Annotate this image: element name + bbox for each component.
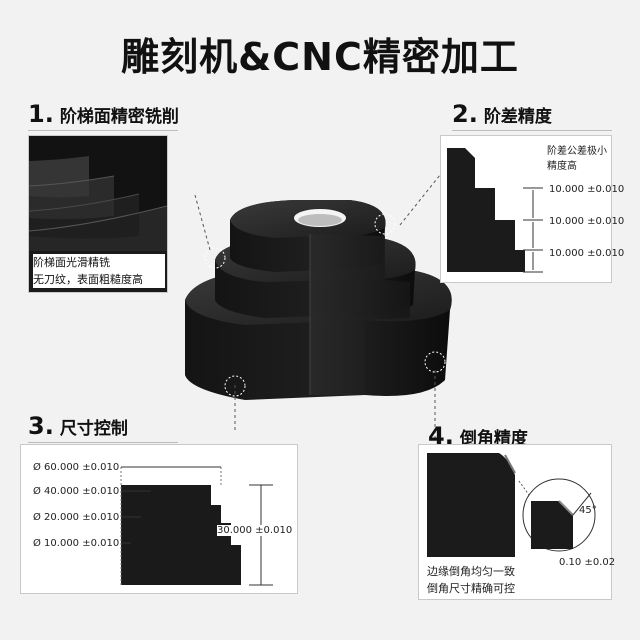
- section-2-title: 2.阶差精度: [452, 100, 552, 128]
- diameter-20: Ø 20.000 ±0.010: [33, 512, 120, 523]
- step-dim-1: 10.000 ±0.010: [549, 184, 625, 195]
- section-2-panel: 阶差公差极小 精度高 10.000 ±0.010 10.000 ±0.010 1…: [440, 135, 624, 283]
- chamfer-closeup: [427, 453, 596, 557]
- section-1-note-line1: 阶梯面光滑精铣: [33, 256, 110, 269]
- section-2-note: 阶差公差极小 精度高: [547, 146, 607, 172]
- step-milling-closeup: [29, 136, 167, 251]
- section-1-title: 1.阶梯面精密铣削: [28, 100, 179, 128]
- step-profile: [447, 148, 525, 272]
- section-4-note: 边缘倒角均匀一致 倒角尺寸精确可控: [427, 565, 515, 595]
- section-4-panel: 45° 0.10 ±0.02 边缘倒角均匀一致 倒角尺寸精确可控: [418, 444, 616, 600]
- step-dim-2: 10.000 ±0.010: [549, 216, 625, 227]
- stepped-part-image: [185, 200, 452, 400]
- section-3-panel: Ø 60.000 ±0.010 Ø 40.000 ±0.010 Ø 20.000…: [20, 444, 298, 594]
- dimension-drawing: [120, 466, 273, 586]
- section-3-title: 3.尺寸控制: [28, 412, 128, 440]
- section-1-panel: 阶梯面光滑精铣 无刀纹，表面粗糙度高: [28, 135, 168, 293]
- page-title: 雕刻机&CNC精密加工: [121, 35, 519, 79]
- height-dim: 30.000 ±0.010: [217, 525, 293, 536]
- section-1-note-line2: 无刀纹，表面粗糙度高: [33, 273, 143, 286]
- diameter-10: Ø 10.000 ±0.010: [33, 538, 120, 549]
- step-dim-3: 10.000 ±0.010: [549, 248, 625, 259]
- diameter-60: Ø 60.000 ±0.010: [33, 462, 120, 473]
- chamfer-size: 0.10 ±0.02: [559, 557, 616, 568]
- chamfer-angle: 45°: [579, 505, 597, 516]
- diameter-40: Ø 40.000 ±0.010: [33, 486, 120, 497]
